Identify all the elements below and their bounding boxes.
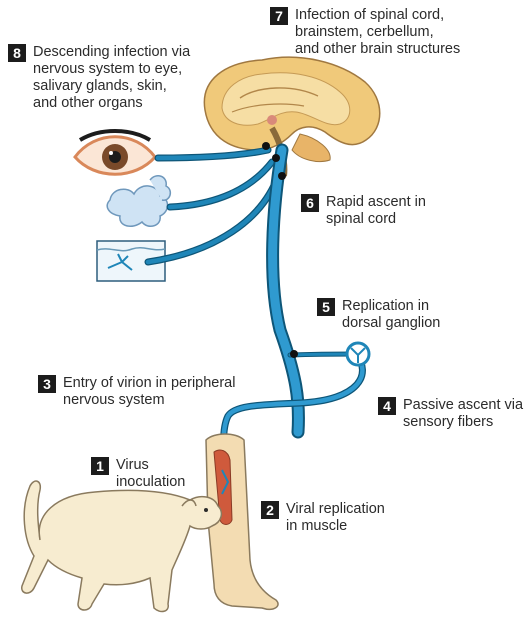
step-1-virus-inoculation: 1 Virus inoculation [91, 457, 185, 491]
step-number-badge: 6 [301, 194, 319, 212]
step-text: Passive ascent via sensory fibers [403, 397, 524, 430]
step-text: Viral replication in muscle [286, 501, 385, 534]
salivary-gland-icon [106, 175, 172, 227]
step-text: Infection of spinal cord, brainstem, cer… [295, 7, 461, 57]
step-text: Virus inoculation [116, 457, 186, 490]
dog-icon [21, 480, 223, 613]
step-number-badge: 7 [270, 7, 288, 25]
step-number-badge: 2 [261, 501, 279, 519]
dorsal-ganglion-icon [345, 341, 371, 367]
eye-icon [73, 129, 157, 176]
step-4-passive-ascent: 4 Passive ascent via sensory fibers [378, 397, 523, 431]
human-leg-icon [205, 433, 279, 611]
step-8-descending-infection: 8 Descending infection via nervous syste… [8, 44, 190, 112]
step-2-viral-replication-in-muscle: 2 Viral replication in muscle [261, 501, 385, 535]
descending-nerve-fibers [144, 146, 282, 266]
step-number-badge: 4 [378, 397, 396, 415]
step-text: Entry of virion in peripheral nervous sy… [63, 375, 236, 408]
step-number-badge: 8 [8, 44, 26, 62]
step-5-replication-in-dorsal-ganglion: 5 Replication in dorsal ganglion [317, 298, 440, 332]
step-text: Replication in dorsal ganglion [342, 298, 441, 331]
step-7-infection-of-cns: 7 Infection of spinal cord, brainstem, c… [270, 7, 460, 58]
step-6-rapid-ascent-in-spinal-cord: 6 Rapid ascent in spinal cord [301, 194, 426, 228]
step-3-entry-of-virion: 3 Entry of virion in peripheral nervous … [38, 375, 235, 409]
virus-markers [262, 142, 298, 358]
spinal-cord [266, 143, 305, 439]
step-number-badge: 5 [317, 298, 335, 316]
step-text: Rapid ascent in spinal cord [326, 194, 426, 227]
step-text: Descending infection via nervous system … [33, 44, 191, 111]
step-number-badge: 3 [38, 375, 56, 393]
step-number-badge: 1 [91, 457, 109, 475]
